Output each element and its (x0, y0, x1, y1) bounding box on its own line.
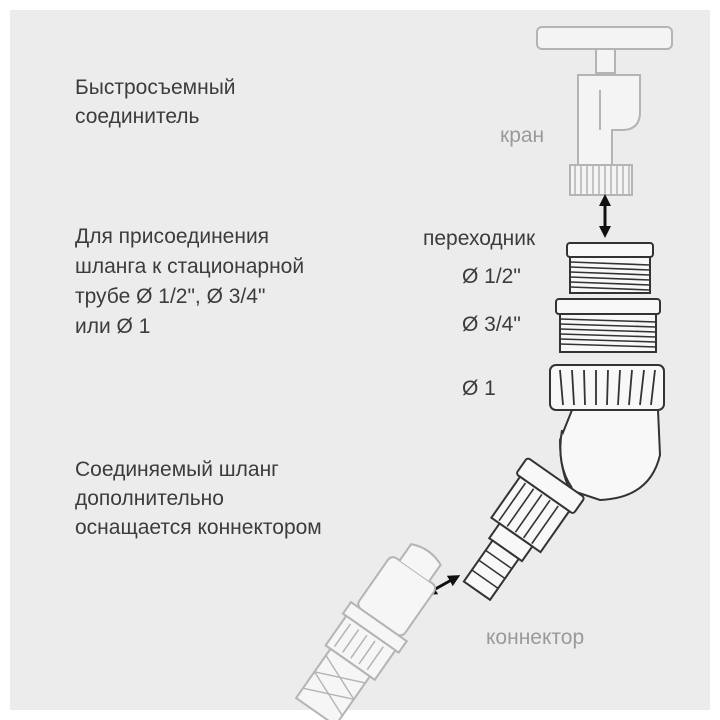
hose-line-1: Соединяемый шланг (75, 455, 279, 484)
info-line-4: или Ø 1 (75, 312, 150, 341)
title-line-1: Быстросъемный (75, 73, 236, 102)
info-line-1: Для присоединения (75, 222, 269, 251)
adapter-half-inch-icon (567, 243, 653, 293)
adapter-three-quarter-icon (556, 299, 660, 352)
tap-label: кран (500, 121, 544, 150)
hose-line-3: оснащается коннектором (75, 513, 322, 542)
hose-line-2: дополнительно (75, 484, 224, 513)
size-one-label: Ø 1 (462, 374, 496, 403)
size-three-quarter-label: Ø 3/4" (462, 310, 521, 339)
title-line-2: соединитель (75, 102, 200, 131)
info-line-2: шланга к стационарной (75, 252, 304, 281)
info-line-3: трубе Ø 1/2", Ø 3/4" (75, 282, 265, 311)
adapter-label: переходник (423, 224, 535, 253)
connector-label: коннектор (486, 623, 584, 652)
size-half-label: Ø 1/2" (462, 262, 521, 291)
